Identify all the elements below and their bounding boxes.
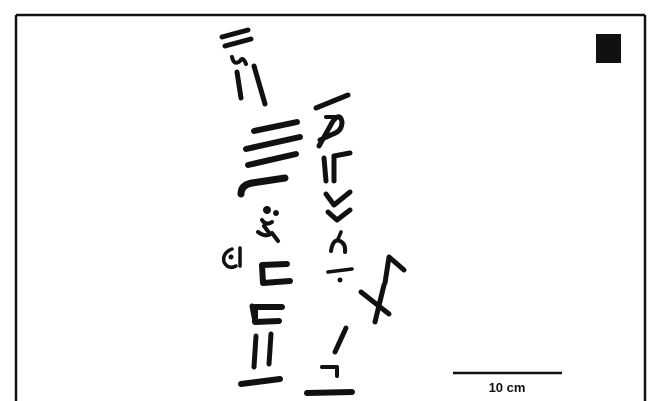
sign-top-stroke-right: [313, 92, 351, 111]
panel-number: 4: [603, 38, 615, 61]
sign-small-n: [329, 230, 348, 254]
panel-number-badge: 4: [596, 34, 621, 63]
sign-small-hook: [230, 55, 248, 66]
sign-bottom-stroke-left: [238, 376, 283, 387]
sign-two-verticals: [234, 63, 268, 107]
sign-caret: [382, 254, 407, 286]
sign-double-vertical: [251, 331, 274, 370]
sign-curved-stroke: [237, 174, 289, 198]
sign-chevrons: [323, 189, 353, 223]
left-sign-column: [219, 27, 303, 387]
right-sign-column: [304, 92, 407, 396]
sign-slash: [332, 325, 349, 355]
sign-bottom-stroke-right: [304, 389, 355, 396]
sign-vertical-bar: [321, 150, 353, 184]
sign-dotted-cluster: [256, 206, 280, 243]
sign-bracket-upper: [259, 261, 293, 286]
sign-circle-dot: [221, 246, 242, 270]
sign-dash-dot: [326, 267, 354, 283]
sign-bracket-lower: [249, 303, 285, 325]
sign-hook: [320, 365, 339, 378]
scale-bar: 10 cm: [453, 371, 562, 395]
figure-frame: [14, 13, 647, 401]
sign-double-stroke-top: [219, 27, 254, 49]
scale-bar-label: 10 cm: [489, 380, 526, 395]
sign-triple-strokes: [243, 119, 303, 168]
sign-cross: [358, 282, 392, 325]
sign-figure-eight: [316, 114, 345, 149]
